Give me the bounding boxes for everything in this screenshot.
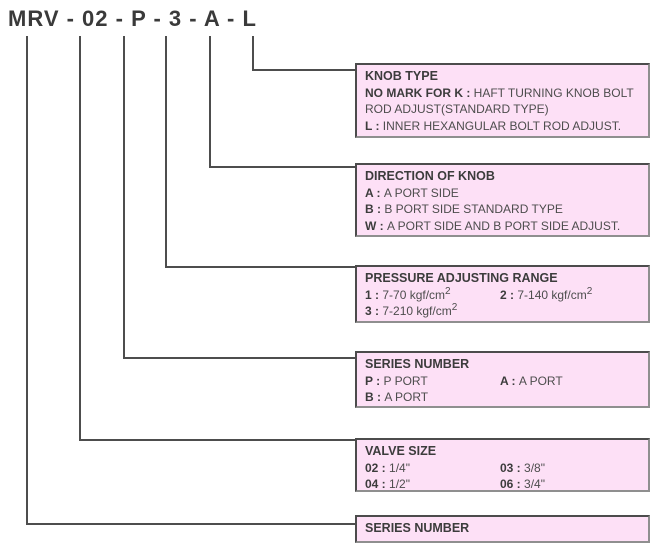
code-entry: B : A PORT [365,390,429,404]
box-title: VALVE SIZE [365,444,437,458]
code-entry: 3 : 7-210 kgf/cm2 [365,302,458,319]
box-pressure-adjusting-range: PRESSURE ADJUSTING RANGE 1 : 7-70 kgf/cm… [355,265,650,323]
code-entry: 04 : 1/2" [365,477,410,491]
code-entry: 02 : 1/4" [365,460,410,475]
box-title: SERIES NUMBER [365,521,470,535]
code-entry: P : P PORT [365,373,428,388]
box-series-number: SERIES NUMBER [355,515,650,543]
leader-line-3-horizontal [165,266,355,268]
leader-line-02-horizontal [79,439,355,441]
box-title: PRESSURE ADJUSTING RANGE [365,271,558,285]
leader-line-mrv-vertical [26,36,28,523]
code-entry: W : A PORT SIDE AND B PORT SIDE ADJUST. [365,218,621,233]
code-entry: A : A PORT SIDE [365,185,459,200]
leader-line-l-vertical [252,36,254,69]
box-entries: NO MARK FOR K : HAFT TURNING KNOB BOLT R… [365,85,640,135]
code-entry: 03 : 3/8" [500,460,545,475]
box-title: KNOB TYPE [365,69,438,83]
code-entry: A : A PORT [500,373,563,388]
box-series-number-port: SERIES NUMBER P : P PORT A : A PORT B : A … [355,351,650,408]
box-entries: A : A PORT SIDE B : B PORT SIDE STANDARD … [365,185,640,235]
leader-line-p-horizontal [123,357,355,359]
leader-line-3-vertical [165,36,167,266]
leader-line-a-horizontal [209,166,355,168]
leader-line-02-vertical [79,36,81,439]
code-entry: 1 : 7-70 kgf/cm2 [365,285,451,302]
box-entries: 02 : 1/4" 03 : 3/8" 04 : 1/2" 06 : 3/4" [365,460,640,493]
leader-line-a-vertical [209,36,211,166]
box-valve-size: VALVE SIZE 02 : 1/4" 03 : 3/8" 04 : 1/2" 06… [355,438,650,492]
model-code: MRV - 02 - P - 3 - A - L [8,6,257,31]
code-entry: L : INNER HEXANGULAR BOLT ROD ADJUST. [365,118,622,133]
leader-line-p-vertical [123,36,125,357]
box-entries: P : P PORT A : A PORT B : A PORT [365,373,640,406]
box-title: SERIES NUMBER [365,357,470,371]
box-knob-type: KNOB TYPE NO MARK FOR K : HAFT TURNING K… [355,63,650,138]
leader-line-l-horizontal [252,69,355,71]
box-title: DIRECTION OF KNOB [365,169,495,183]
code-entry: 2 : 7-140 kgf/cm2 [500,285,593,302]
code-entry: NO MARK FOR K : HAFT TURNING KNOB BOLT R… [365,85,634,117]
code-entry: B : B PORT SIDE STANDARD TYPE [365,202,563,216]
code-entry: 06 : 3/4" [500,477,545,491]
leader-line-mrv-horizontal [26,523,355,525]
box-direction-of-knob: DIRECTION OF KNOB A : A PORT SIDE B : B P… [355,163,650,237]
box-entries: 1 : 7-70 kgf/cm2 2 : 7-140 kgf/cm2 3 : 7-2… [365,285,640,320]
